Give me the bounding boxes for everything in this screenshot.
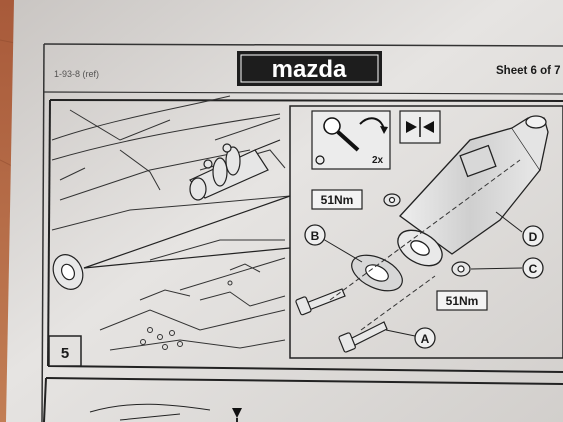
torque-box-top [311,189,363,210]
gasket-drawing [351,254,403,292]
tool-count: 2x [372,155,384,166]
faint-reference: 1-93-8 (ref) [54,69,99,79]
ratchet-wrench-icon [323,117,360,152]
outer-frame [43,43,563,47]
step-panel [47,99,563,373]
nut-c [451,261,471,277]
torque-value-right: 51Nm [446,294,479,308]
brand-name: mazda [272,56,347,83]
svg-text:C: C [529,262,538,276]
callout-b: B [304,224,363,263]
svg-text:D: D [529,230,538,244]
align-arrows-icon [406,117,434,137]
tool-icons: 2x [311,110,441,170]
torque-box-right [436,290,488,311]
nut-top [383,193,401,207]
callout-a: A [385,327,436,349]
callout-c: C [470,257,544,279]
bolt-left [295,288,346,316]
socket-icon [315,155,325,165]
exhaust-clamp-drawing [189,139,281,201]
step-number: 5 [61,345,69,362]
flange-detail-left [52,195,291,290]
torque-value-top: 51Nm [321,193,354,207]
mazda-logo: mazda [237,51,382,86]
sheet-number: Sheet 6 of 7 [496,65,561,77]
bolt-a [338,321,388,353]
assembly-centerline [329,159,521,301]
step-number-box [48,335,82,367]
tool-box [311,110,391,170]
detail-box [289,105,563,359]
svg-text:A: A [421,332,430,346]
callout-d: D [495,211,544,247]
vehicle-underbody-drawing [51,95,291,351]
svg-text:B: B [311,229,320,243]
next-step-panel [43,377,563,422]
